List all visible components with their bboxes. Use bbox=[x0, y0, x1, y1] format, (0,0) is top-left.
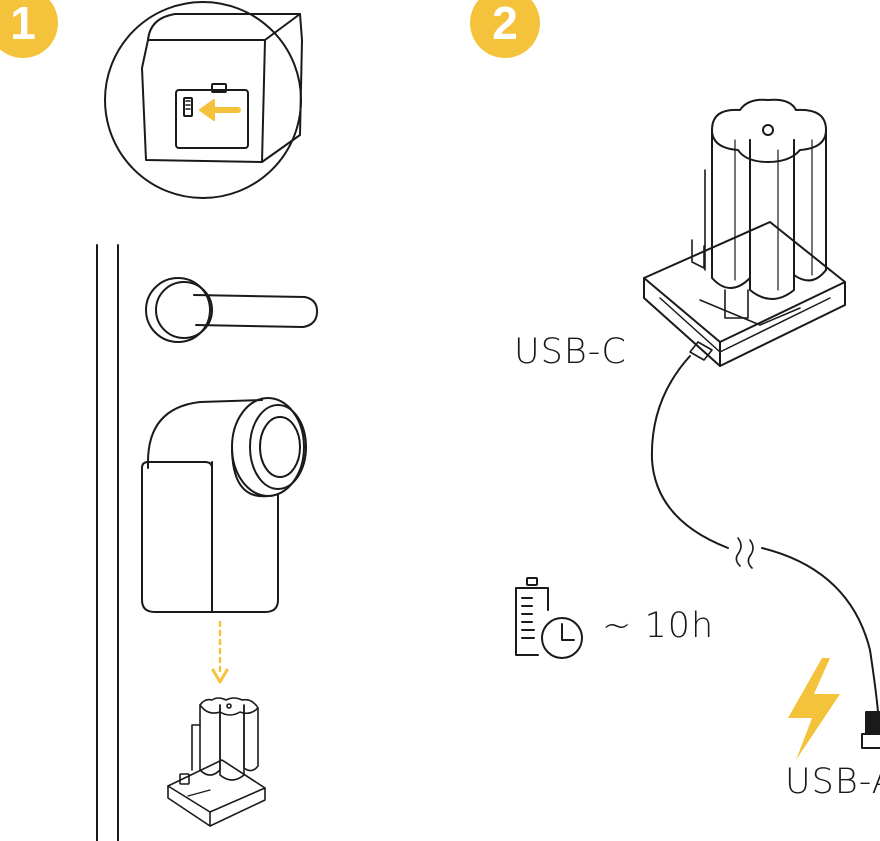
usb-cable bbox=[650, 341, 880, 749]
push-arrow-icon bbox=[199, 99, 241, 121]
step-1-badge: 1 bbox=[0, 0, 58, 58]
lightning-icon bbox=[788, 658, 840, 760]
drop-arrow-icon bbox=[211, 620, 229, 684]
charge-time-label: ~ 10h bbox=[602, 606, 715, 646]
magnified-detail bbox=[104, 1, 303, 199]
battery-pack-small bbox=[167, 697, 266, 827]
door-handle bbox=[145, 277, 319, 343]
battery-clock-icon bbox=[515, 577, 583, 659]
door-frame bbox=[96, 244, 119, 841]
step-2-badge: 2 bbox=[470, 0, 540, 58]
battery-pack-large bbox=[643, 98, 846, 367]
usb-a-label: USB-A bbox=[785, 762, 880, 802]
smart-lock bbox=[141, 397, 307, 613]
usb-c-label: USB-C bbox=[514, 332, 627, 372]
